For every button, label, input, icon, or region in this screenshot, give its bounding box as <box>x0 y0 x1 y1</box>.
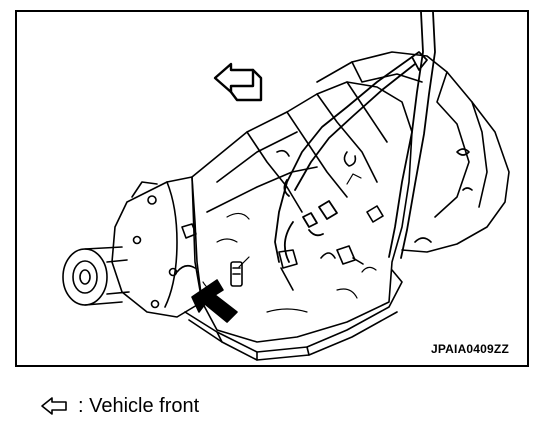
transmission-illustration <box>62 12 510 361</box>
pointer-arrow-icon <box>191 261 243 323</box>
input-flange <box>62 246 130 306</box>
diagram-frame: JPAIA0409ZZ <box>15 10 529 367</box>
legend: : Vehicle front <box>40 392 199 420</box>
harness-and-tubes <box>274 12 436 263</box>
legend-text: : Vehicle front <box>78 394 200 417</box>
connectors <box>278 245 364 291</box>
transmission-case <box>191 81 413 343</box>
oil-pan <box>184 269 403 361</box>
case-details <box>202 173 377 313</box>
extension-housing <box>316 51 510 253</box>
figure-code: JPAIA0409ZZ <box>430 342 509 356</box>
outline-arrow-left-icon <box>41 397 67 415</box>
vehicle-front-arrow-icon <box>213 62 263 102</box>
converter-housing <box>111 176 203 318</box>
